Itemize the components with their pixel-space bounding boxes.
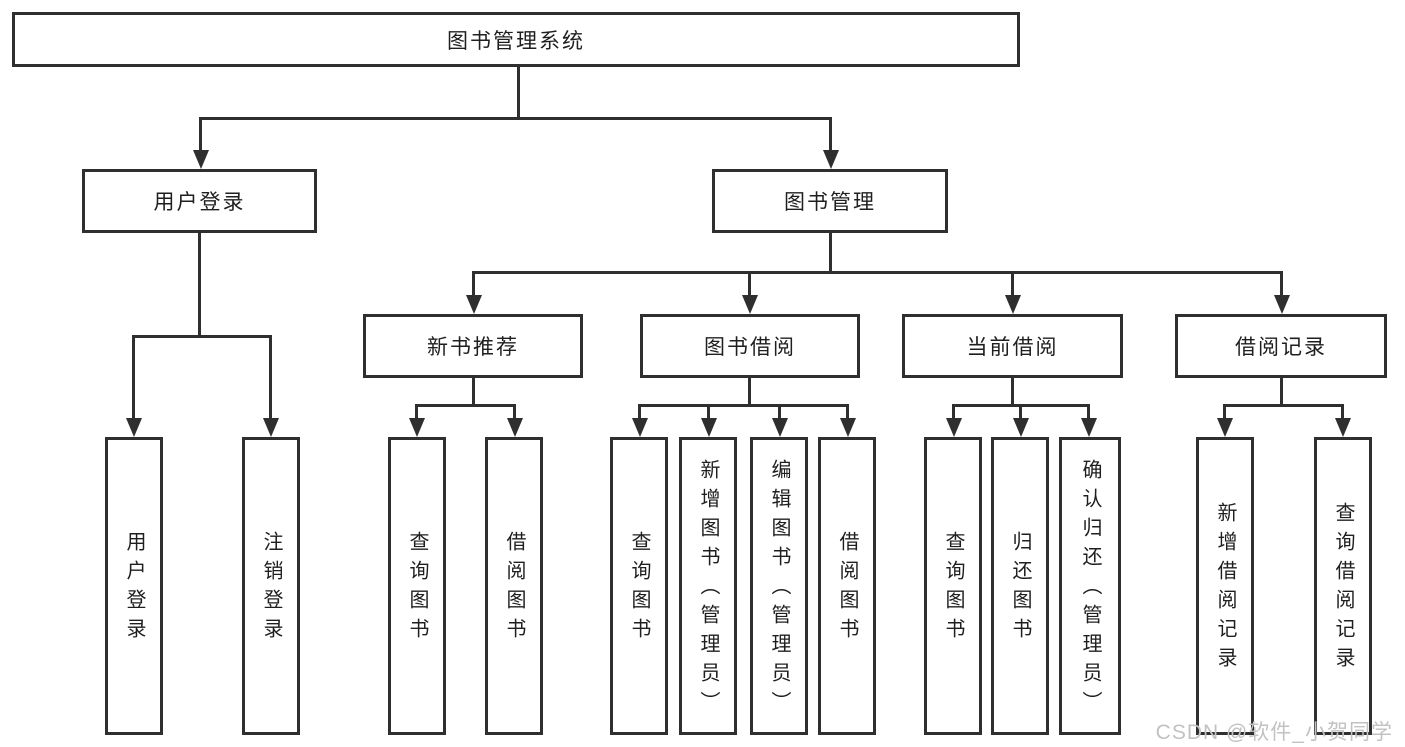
node-current-borrowing: 当前借阅 bbox=[902, 314, 1123, 378]
connector-line bbox=[472, 378, 475, 407]
leaf-logout: 注销登录 bbox=[242, 437, 300, 735]
connector-line bbox=[829, 117, 832, 153]
connector-line bbox=[778, 404, 781, 420]
arrowhead-down bbox=[772, 418, 788, 437]
leaf-query-books-recommend: 查询图书 bbox=[388, 437, 446, 735]
connector-line bbox=[1280, 378, 1283, 407]
connector-line bbox=[472, 271, 1283, 274]
connector-line bbox=[638, 404, 641, 420]
leaf-confirm-return-admin: 确认归还（管理员） bbox=[1059, 437, 1121, 735]
node-user-login: 用户登录 bbox=[82, 169, 317, 233]
node-new-book-recommendation: 新书推荐 bbox=[363, 314, 583, 378]
arrowhead-down bbox=[632, 418, 648, 437]
connector-line bbox=[415, 404, 516, 407]
connector-line bbox=[1341, 404, 1344, 420]
connector-line bbox=[1019, 404, 1022, 420]
watermark: CSDN @软件_小贺同学 bbox=[1155, 721, 1393, 744]
connector-line bbox=[472, 271, 475, 298]
node-borrowing-records: 借阅记录 bbox=[1175, 314, 1387, 378]
connector-line bbox=[517, 67, 520, 118]
connector-line bbox=[707, 404, 710, 420]
connector-line bbox=[269, 335, 272, 420]
node-library-management-system: 图书管理系统 bbox=[12, 12, 1020, 67]
arrowhead-down bbox=[946, 418, 962, 437]
leaf-add-borrow-record: 新增借阅记录 bbox=[1196, 437, 1254, 735]
arrowhead-down bbox=[466, 295, 482, 314]
arrowhead-down bbox=[1274, 295, 1290, 314]
leaf-query-borrow-record: 查询借阅记录 bbox=[1314, 437, 1372, 735]
arrowhead-down bbox=[1005, 295, 1021, 314]
arrowhead-down bbox=[823, 150, 839, 169]
leaf-borrow-books-recommend: 借阅图书 bbox=[485, 437, 543, 735]
connector-line bbox=[1223, 404, 1226, 420]
arrowhead-down bbox=[1335, 418, 1351, 437]
arrowhead-down bbox=[409, 418, 425, 437]
leaf-query-books-current: 查询图书 bbox=[924, 437, 982, 735]
arrowhead-down bbox=[1217, 418, 1233, 437]
leaf-borrow-books-borrowing: 借阅图书 bbox=[818, 437, 876, 735]
connector-line bbox=[1087, 404, 1090, 420]
leaf-user-login: 用户登录 bbox=[105, 437, 163, 735]
connector-line bbox=[1280, 271, 1283, 298]
arrowhead-down bbox=[126, 418, 142, 437]
connector-line bbox=[199, 117, 202, 153]
connector-line bbox=[952, 404, 955, 420]
connector-line bbox=[1011, 378, 1014, 407]
arrowhead-down bbox=[193, 150, 209, 169]
connector-line bbox=[199, 117, 832, 120]
connector-line bbox=[748, 271, 751, 298]
leaf-return-books: 归还图书 bbox=[991, 437, 1049, 735]
connector-line bbox=[198, 233, 201, 336]
node-book-borrowing: 图书借阅 bbox=[640, 314, 860, 378]
connector-line bbox=[1011, 271, 1014, 298]
connector-line bbox=[132, 335, 272, 338]
arrowhead-down bbox=[840, 418, 856, 437]
leaf-add-book-admin: 新增图书（管理员） bbox=[679, 437, 737, 735]
leaf-query-books-borrowing: 查询图书 bbox=[610, 437, 668, 735]
connector-line bbox=[829, 233, 832, 274]
arrowhead-down bbox=[701, 418, 717, 437]
connector-line bbox=[748, 378, 751, 407]
connector-line bbox=[513, 404, 516, 420]
connector-line bbox=[132, 335, 135, 420]
connector-line bbox=[415, 404, 418, 420]
leaf-edit-book-admin: 编辑图书（管理员） bbox=[750, 437, 808, 735]
connector-line bbox=[1223, 404, 1343, 407]
arrowhead-down bbox=[1013, 418, 1029, 437]
arrowhead-down bbox=[263, 418, 279, 437]
connector-line bbox=[846, 404, 849, 420]
arrowhead-down bbox=[1081, 418, 1097, 437]
connector-line bbox=[638, 404, 849, 407]
arrowhead-down bbox=[742, 295, 758, 314]
node-book-management: 图书管理 bbox=[712, 169, 948, 233]
arrowhead-down bbox=[507, 418, 523, 437]
